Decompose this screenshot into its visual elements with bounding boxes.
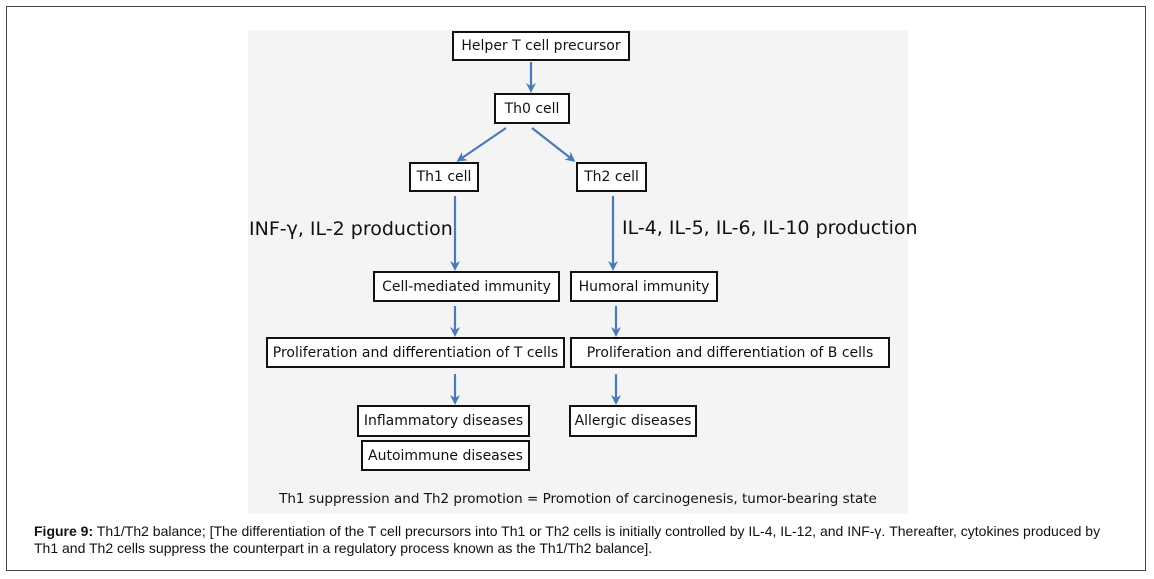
figure-caption-text: Th1/Th2 balance; [The differentiation of… bbox=[34, 523, 1101, 556]
summary-note: Th1 suppression and Th2 promotion = Prom… bbox=[279, 491, 877, 507]
allergic-diseases-box: Allergic diseases bbox=[569, 405, 697, 437]
proliferation-t-cells-box: Proliferation and differentiation of T c… bbox=[266, 337, 565, 368]
cell-mediated-immunity-box: Cell-mediated immunity bbox=[373, 271, 560, 302]
figure-caption: Figure 9: Th1/Th2 balance; [The differen… bbox=[34, 523, 1124, 557]
th2-cell-box: Th2 cell bbox=[576, 162, 647, 192]
proliferation-b-cells-box: Proliferation and differentiation of B c… bbox=[570, 337, 890, 368]
th1-cytokine-label: INF-γ, IL-2 production bbox=[249, 218, 453, 240]
th0-cell-box: Th0 cell bbox=[494, 93, 570, 124]
inflammatory-diseases-box: Inflammatory diseases bbox=[357, 405, 530, 437]
figure-label: Figure 9: bbox=[34, 523, 94, 539]
th2-cytokine-label: IL-4, IL-5, IL-6, IL-10 production bbox=[622, 217, 918, 239]
helper-t-precursor-box: Helper T cell precursor bbox=[452, 31, 630, 61]
th1-cell-box: Th1 cell bbox=[409, 162, 479, 192]
autoimmune-diseases-box: Autoimmune diseases bbox=[361, 440, 530, 471]
humoral-immunity-box: Humoral immunity bbox=[570, 271, 718, 302]
